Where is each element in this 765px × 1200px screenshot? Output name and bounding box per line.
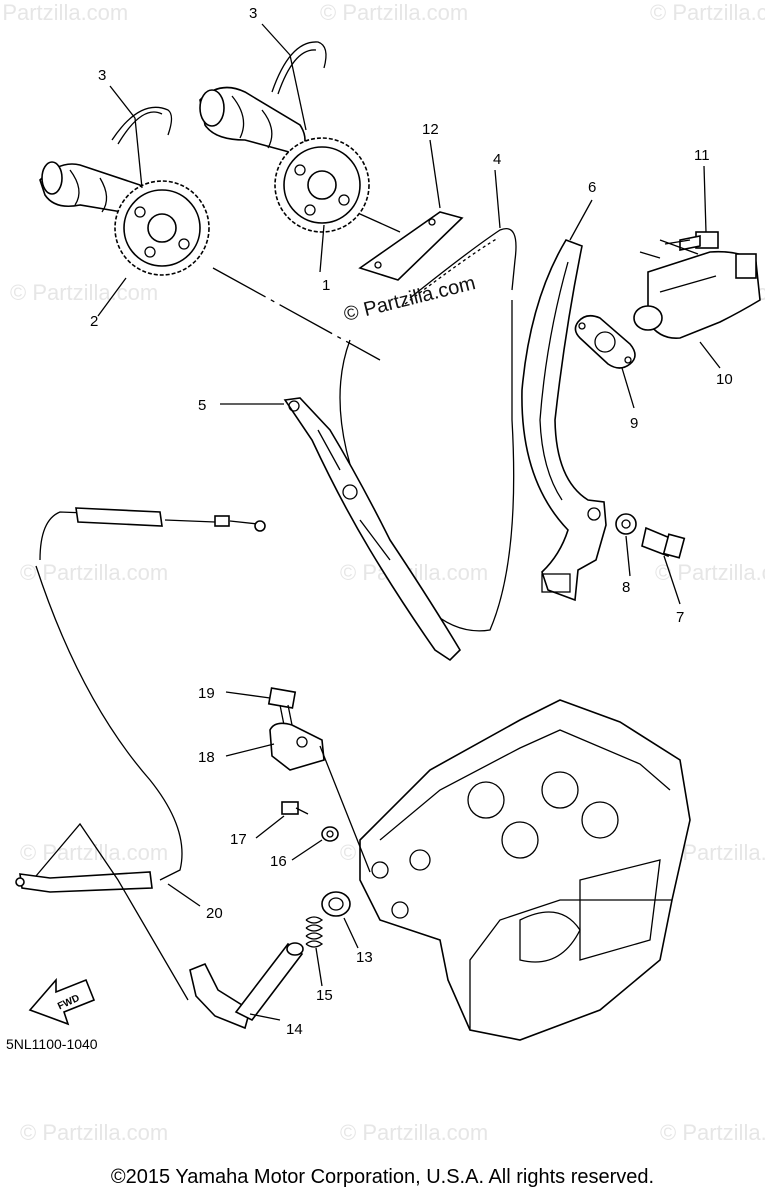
callout-10: 10 — [716, 371, 733, 388]
center-watermark: © Partzilla.com — [342, 272, 478, 326]
callout-19: 19 — [198, 685, 215, 702]
callout-16: 16 — [270, 853, 287, 870]
callout-20: 20 — [206, 905, 223, 922]
callout-3-left: 3 — [98, 67, 106, 84]
decomp-washer — [321, 826, 339, 842]
decompression-cable — [15, 507, 266, 893]
chain-guide-top — [358, 211, 464, 281]
washer — [615, 513, 637, 535]
torsion-spring — [305, 916, 324, 948]
watermark: © Partzilla.com — [340, 1120, 488, 1145]
oil-seal — [321, 891, 351, 917]
decompression-shaft — [189, 942, 304, 1030]
callout-18: 18 — [198, 749, 215, 766]
chain-tensioner — [633, 250, 761, 339]
camshaft-intake — [199, 86, 370, 233]
tensioner-guide — [521, 239, 607, 602]
copyright-notice: ©2015 Yamaha Motor Corporation, U.S.A. A… — [110, 1166, 655, 1188]
callout-11: 11 — [694, 147, 710, 164]
watermark: © Partzilla.com — [0, 0, 128, 25]
watermark: © Partzilla.com — [660, 1120, 765, 1145]
callout-6: 6 — [588, 179, 596, 196]
leader-lines — [35, 23, 721, 1021]
tensioner-bolt — [664, 231, 719, 251]
callout-9: 9 — [630, 415, 638, 432]
camshaft-exhaust — [39, 161, 210, 276]
circlip-left — [111, 106, 173, 141]
guide-bolt — [641, 526, 686, 559]
watermark-layer: © Partzilla.com © Partzilla.com © Partzi… — [0, 0, 765, 1145]
cable-holder — [269, 722, 325, 771]
fwd-arrow: FWD — [28, 977, 96, 1026]
gasket — [574, 314, 636, 369]
callout-15: 15 — [316, 987, 333, 1004]
callout-7: 7 — [676, 609, 684, 626]
callout-5: 5 — [198, 397, 206, 414]
callout-14: 14 — [286, 1021, 303, 1038]
watermark: © Partzilla.com — [655, 560, 765, 585]
callout-12: 12 — [422, 121, 439, 138]
callout-3-top: 3 — [249, 5, 257, 22]
watermark: © Partzilla.com — [10, 280, 158, 305]
callout-17: 17 — [230, 831, 247, 848]
chain-guide-intake — [283, 397, 462, 662]
callout-8: 8 — [622, 579, 630, 596]
small-bolt — [281, 801, 309, 815]
callout-1: 1 — [322, 277, 330, 294]
watermark: © Partzilla.com — [20, 560, 168, 585]
callout-13: 13 — [356, 949, 373, 966]
callout-4: 4 — [493, 151, 501, 168]
diagram-code: 5NL1100-1040 — [6, 1036, 98, 1052]
holder-bolt — [267, 687, 297, 736]
cylinder-head — [359, 699, 691, 1041]
watermark: © Partzilla.com — [650, 0, 765, 25]
callout-labels: 1 2 3 3 4 5 6 7 8 9 10 11 12 13 14 15 16… — [90, 5, 733, 1038]
circlip-top — [271, 41, 327, 93]
watermark: © Partzilla.com — [320, 0, 468, 25]
watermark: © Partzilla.com — [20, 1120, 168, 1145]
callout-2: 2 — [90, 313, 98, 330]
